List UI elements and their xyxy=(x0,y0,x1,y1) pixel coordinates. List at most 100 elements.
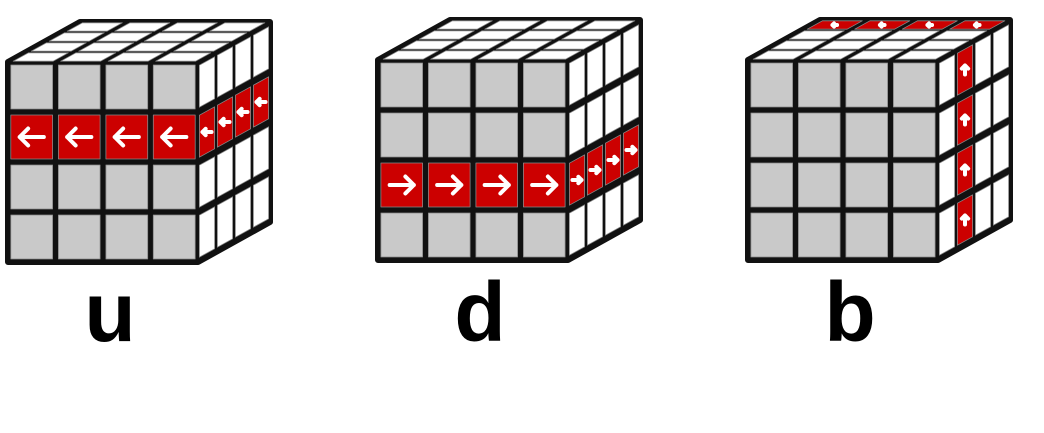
sticker-front-0-3 xyxy=(523,62,566,108)
sticker-top-2-1 xyxy=(448,40,505,50)
sticker-front-3-2 xyxy=(845,212,888,258)
arrow-left-icon xyxy=(877,21,887,29)
sticker-right-3-0 xyxy=(198,206,216,258)
sticker-top-0-2 xyxy=(531,20,588,30)
sticker-front-0-0 xyxy=(750,62,793,108)
sticker-right-2-0 xyxy=(198,156,216,208)
sticker-front-1-3 xyxy=(523,112,566,158)
sticker-top-3-3 xyxy=(895,50,952,60)
sticker-top-1-3 xyxy=(191,32,248,42)
sticker-front-0-1 xyxy=(798,62,841,108)
cube-label-d: d xyxy=(454,265,506,359)
sticker-right-3-2 xyxy=(234,186,252,238)
sticker-front-2-1 xyxy=(58,164,101,210)
sticker-top-2-3 xyxy=(913,40,970,50)
sticker-top-1-2 xyxy=(513,30,570,40)
sticker-front-2-0 xyxy=(750,162,793,208)
arrow-right-icon xyxy=(588,164,602,176)
sticker-top-1-0 xyxy=(788,30,845,40)
arrow-left-icon xyxy=(972,21,982,29)
sticker-top-1-2 xyxy=(883,30,940,40)
sticker-right-3-3 xyxy=(623,174,639,226)
arrow-right-icon xyxy=(606,154,620,166)
sticker-right-1-2 xyxy=(605,84,621,136)
arrow-right-icon xyxy=(530,174,559,196)
sticker-top-1-1 xyxy=(466,30,523,40)
sticker-right-0-3 xyxy=(252,26,270,78)
sticker-top-2-2 xyxy=(495,40,552,50)
sticker-front-3-0 xyxy=(380,212,424,258)
arrow-left-icon xyxy=(160,126,189,148)
arrow-left-icon xyxy=(218,116,232,128)
sticker-top-2-3 xyxy=(173,42,230,52)
sticker-right-0-1 xyxy=(216,46,234,98)
sticker-right-3-2 xyxy=(605,184,621,236)
sticker-front-1-2 xyxy=(845,112,888,158)
sticker-right-0-1 xyxy=(587,44,603,96)
sticker-front-0-2 xyxy=(105,64,149,110)
sticker-front-2-0 xyxy=(10,164,53,210)
arrow-right-icon xyxy=(624,144,638,156)
sticker-top-0-3 xyxy=(209,22,266,32)
sticker-front-2-3 xyxy=(152,164,196,210)
sticker-top-3-2 xyxy=(477,50,534,60)
sticker-right-2-2 xyxy=(975,134,991,186)
arrow-left-icon xyxy=(925,21,935,29)
arrow-left-icon xyxy=(200,126,214,138)
sticker-top-1-2 xyxy=(143,32,200,42)
sticker-right-0-2 xyxy=(975,34,991,86)
cube-b xyxy=(745,17,1013,263)
sticker-front-3-2 xyxy=(105,214,149,260)
sticker-top-1-0 xyxy=(418,30,475,40)
sticker-top-3-0 xyxy=(752,50,809,60)
sticker-front-1-0 xyxy=(750,112,793,158)
sticker-right-1-3 xyxy=(623,74,639,126)
sticker-right-0-2 xyxy=(605,34,621,86)
sticker-front-3-0 xyxy=(10,214,53,260)
sticker-front-0-3 xyxy=(152,64,196,110)
sticker-top-3-0 xyxy=(12,52,69,62)
arrow-left-icon xyxy=(112,126,141,148)
sticker-front-2-2 xyxy=(845,162,888,208)
sticker-top-2-2 xyxy=(125,42,182,52)
sticker-right-1-0 xyxy=(939,104,955,156)
sticker-top-3-0 xyxy=(382,50,439,60)
sticker-top-1-0 xyxy=(48,32,105,42)
sticker-right-1-3 xyxy=(993,74,1009,126)
sticker-right-0-3 xyxy=(623,24,639,76)
sticker-top-1-3 xyxy=(561,30,618,40)
sticker-top-2-3 xyxy=(543,40,600,50)
arrow-left-icon xyxy=(17,126,46,148)
sticker-front-1-1 xyxy=(798,112,841,158)
sticker-front-0-0 xyxy=(380,62,424,108)
arrow-right-icon xyxy=(387,174,416,196)
sticker-front-1-0 xyxy=(380,112,424,158)
sticker-front-2-1 xyxy=(798,162,841,208)
sticker-top-3-1 xyxy=(430,50,487,60)
sticker-right-3-3 xyxy=(993,174,1009,226)
sticker-front-1-1 xyxy=(427,112,471,158)
sticker-front-3-1 xyxy=(58,214,101,260)
sticker-top-3-3 xyxy=(155,52,212,62)
sticker-right-0-0 xyxy=(569,54,585,106)
sticker-top-0-2 xyxy=(161,22,218,32)
sticker-front-3-3 xyxy=(523,212,566,258)
sticker-top-2-0 xyxy=(30,42,87,52)
sticker-front-2-3 xyxy=(893,162,936,208)
sticker-right-3-2 xyxy=(975,184,991,236)
arrow-right-icon xyxy=(570,174,584,186)
arrow-up-icon xyxy=(959,63,971,77)
sticker-right-3-1 xyxy=(216,196,234,248)
cube-label-b: b xyxy=(824,265,876,359)
arrow-up-icon xyxy=(959,113,971,127)
arrow-left-icon xyxy=(254,96,268,108)
arrow-left-icon xyxy=(830,21,840,29)
sticker-front-0-3 xyxy=(893,62,936,108)
sticker-top-0-1 xyxy=(114,22,171,32)
sticker-front-0-2 xyxy=(475,62,518,108)
arrow-right-icon xyxy=(435,174,464,196)
sticker-right-1-2 xyxy=(975,84,991,136)
sticker-top-2-2 xyxy=(865,40,922,50)
sticker-front-3-3 xyxy=(893,212,936,258)
